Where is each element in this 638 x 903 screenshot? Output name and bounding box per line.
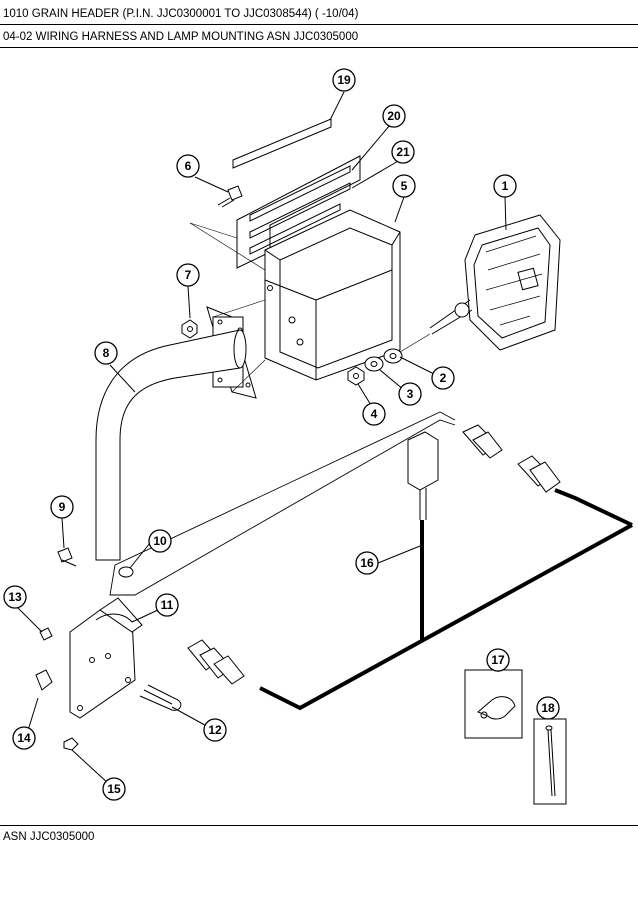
hardware-small	[35, 547, 134, 751]
mounting-tube-arm	[95, 306, 257, 561]
washer-2	[383, 348, 403, 364]
assembly-guide-lines	[189, 222, 431, 393]
callout-18: 18	[536, 696, 560, 720]
svg-text:11: 11	[161, 598, 174, 612]
clamp-inset-17	[464, 669, 523, 739]
decal-plate-20-21	[236, 155, 361, 269]
callout-11: 11	[155, 593, 179, 617]
callout-16: 16	[355, 551, 379, 575]
cable-tie-inset-18	[533, 718, 567, 805]
svg-text:21: 21	[396, 145, 410, 159]
nut-4	[347, 366, 365, 386]
svg-text:6: 6	[185, 159, 192, 173]
callout-4: 4	[362, 402, 386, 426]
header-divider	[0, 24, 638, 25]
nut-7	[181, 319, 198, 339]
bolt-6	[217, 185, 243, 208]
svg-text:9: 9	[59, 500, 66, 514]
page-subtitle: 04-02 WIRING HARNESS AND LAMP MOUNTING A…	[3, 31, 359, 43]
callout-21: 21	[391, 140, 415, 164]
svg-text:12: 12	[208, 723, 222, 737]
callout-13: 13	[3, 585, 27, 609]
svg-text:15: 15	[107, 782, 121, 796]
svg-text:5: 5	[401, 179, 408, 193]
svg-text:20: 20	[387, 109, 401, 123]
svg-text:13: 13	[8, 590, 22, 604]
callout-9: 9	[50, 495, 74, 519]
svg-text:4: 4	[371, 407, 378, 421]
lamp-box-housing	[264, 209, 401, 381]
callout-20: 20	[382, 104, 406, 128]
wiring-harness-thin	[109, 411, 456, 596]
svg-text:19: 19	[337, 73, 351, 87]
callout-8: 8	[94, 341, 118, 365]
callout-5: 5	[392, 174, 416, 198]
connector-lower	[187, 639, 245, 685]
callout-15: 15	[102, 777, 126, 801]
callout-19: 19	[332, 68, 356, 92]
svg-text:14: 14	[17, 731, 31, 745]
callout-6: 6	[176, 154, 200, 178]
callout-3: 3	[398, 382, 422, 406]
connector-upper	[407, 424, 503, 520]
footer-divider	[0, 825, 638, 826]
svg-text:2: 2	[440, 371, 447, 385]
wiring-harness-thick	[259, 488, 633, 711]
mounting-bracket	[69, 597, 143, 719]
callout-10: 10	[148, 529, 172, 553]
header-divider-lower	[0, 47, 638, 48]
u-bolt-12	[139, 684, 182, 711]
svg-text:17: 17	[491, 653, 505, 667]
callout-14: 14	[12, 726, 36, 750]
footer-note: ASN JJC0305000	[3, 831, 95, 843]
svg-text:7: 7	[185, 268, 192, 282]
svg-text:18: 18	[541, 701, 555, 715]
exploded-parts-diagram: 1 2 3 4 5 6 7 8 9 10 11 12 13 14 15 16 1…	[3, 68, 633, 805]
callout-7: 7	[176, 263, 200, 287]
callout-12: 12	[203, 718, 227, 742]
washer-3	[364, 356, 384, 372]
callout-2: 2	[431, 366, 455, 390]
svg-text:16: 16	[360, 556, 374, 570]
lamp-assembly	[429, 214, 561, 351]
svg-text:8: 8	[103, 346, 110, 360]
decal-strip-19	[232, 118, 332, 169]
svg-text:3: 3	[407, 387, 414, 401]
page-title: 1010 GRAIN HEADER (P.I.N. JJC0300001 TO …	[3, 8, 359, 20]
callout-1: 1	[493, 174, 517, 198]
callout-17: 17	[486, 648, 510, 672]
connector-right	[517, 455, 561, 493]
svg-text:10: 10	[153, 534, 167, 548]
svg-text:1: 1	[502, 179, 509, 193]
